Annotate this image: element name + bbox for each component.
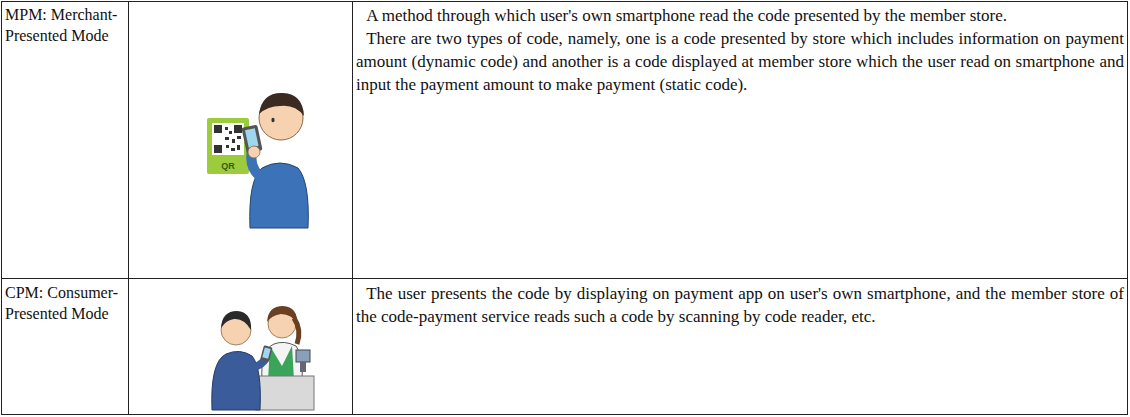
cpm-illustration xyxy=(212,306,314,410)
table-row-heading: MPM: Merchant-Presented Mode xyxy=(5,4,126,46)
qr-sign-label: QR xyxy=(207,161,249,171)
table-body-text: There are two types of code, namely, one… xyxy=(356,27,1124,96)
mpm-illustration xyxy=(207,93,308,228)
table-row-heading: CPM: Consumer-Presented Mode xyxy=(5,282,126,324)
table-body-text: The user presents the code by displaying… xyxy=(356,282,1124,328)
table-body-text: A method through which user's own smartp… xyxy=(356,4,1124,27)
